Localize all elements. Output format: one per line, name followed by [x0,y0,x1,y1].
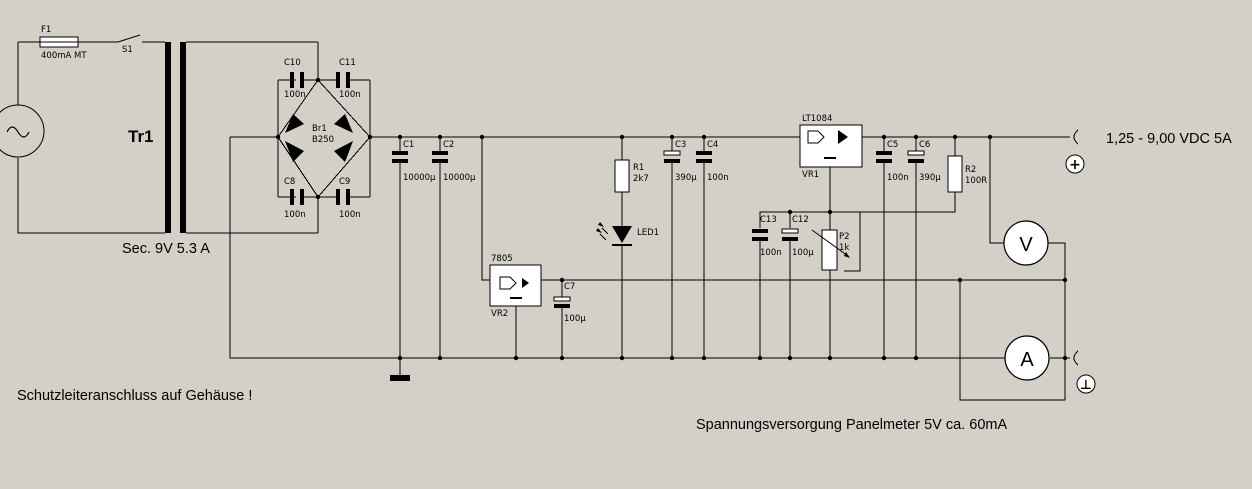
c2-ref: C2 [443,140,454,150]
c12-value: 100µ [792,248,814,258]
voltmeter-label: V [1019,234,1033,256]
c9-ref: C9 [339,177,350,187]
arrow-icon [522,278,529,288]
c12-ref: C12 [792,215,809,225]
ground-icon [1076,374,1096,394]
ammeter-label: A [1020,349,1034,371]
c4-value: 100n [707,173,729,183]
output-label: 1,25 - 9,00 VDC 5A [1106,131,1232,147]
c10-ref: C10 [284,58,301,68]
capacitor-c6: C6 390µ [907,140,941,183]
resistor-r1: R1 2k7 [614,159,649,193]
led1: LED1 [596,222,659,246]
regulator-vr1: LT1084 VR1 [799,114,863,180]
bridge-value: B250 [312,135,334,145]
c4-ref: C4 [707,140,718,150]
capacitor-c9: C9 100n [336,177,361,220]
p2-value: 1k [839,243,849,253]
note-meter: Spannungsversorgung Panelmeter 5V ca. 60… [696,417,1007,433]
plus-icon [1065,154,1085,174]
c1-ref: C1 [403,140,414,150]
voltmeter: V [1003,220,1049,266]
c2-value: 10000µ [443,173,476,183]
ground-symbol: ⊥ [1080,378,1092,393]
capacitor-c13: C13 100n [752,215,782,258]
bridge-rectifier: Br1 B250 [230,42,390,233]
c8-value: 100n [284,210,306,220]
fuse-ref: F1 [41,25,51,35]
note-ground: Schutzleiteranschluss auf Gehäuse ! [17,388,252,404]
switch-s1: S1 [117,34,141,55]
c11-ref: C11 [339,58,356,68]
diode-icon [285,141,304,162]
mains-input [0,41,318,234]
arrow-outline-icon [807,130,825,144]
capacitor-c11: C11 100n [336,58,361,100]
wiring [229,136,1070,401]
c6-value: 390µ [919,173,941,183]
vr1-type: LT1084 [802,114,832,124]
capacitor-c4: C4 100n [696,140,729,183]
plus-symbol: + [1069,157,1081,173]
c13-ref: C13 [760,215,777,225]
resistor-r2: R2 100R [947,155,987,193]
ammeter: A [1004,335,1050,381]
led-icon [612,226,632,243]
diode-icon [334,141,353,162]
ac-source-icon [6,126,30,138]
capacitor-c7: C7 100µ [553,282,586,324]
c3-value: 390µ [675,173,697,183]
capacitor-c8: C8 100n [284,177,306,220]
c9-value: 100n [339,210,361,220]
capacitor-c3: C3 390µ [663,140,697,183]
transformer-tr1: Tr1 Sec. 9V 5.3 A [122,42,210,257]
junctions [275,77,1068,361]
fuse-f1: F1 400mA MT [39,25,87,61]
fuse-value: 400mA MT [41,51,87,61]
transformer-secondary: Sec. 9V 5.3 A [122,241,210,257]
c8-ref: C8 [284,177,295,187]
arrow-icon [838,130,848,144]
c5-value: 100n [887,173,909,183]
c7-value: 100µ [564,314,586,324]
capacitor-c1: C1 10000µ [392,140,436,183]
capacitor-c5: C5 100n [876,140,909,183]
r1-value: 2k7 [633,174,649,184]
r2-value: 100R [965,176,987,186]
switch-ref: S1 [122,45,133,55]
bridge-ref: Br1 [312,124,327,134]
vr2-type: 7805 [491,254,513,264]
capacitor-c2: C2 10000µ [432,140,476,183]
arrow-outline-icon [499,276,517,290]
c11-value: 100n [339,90,361,100]
vr2-ref: VR2 [491,309,508,319]
r2-ref: R2 [965,165,976,175]
c13-value: 100n [760,248,782,258]
vr1-ref: VR1 [802,170,819,180]
c3-ref: C3 [675,140,686,150]
c1-value: 10000µ [403,173,436,183]
p2-ref: P2 [839,232,850,242]
regulator-vr2: 7805 VR2 [489,254,542,319]
c6-ref: C6 [919,140,930,150]
potentiometer-p2: P2 1k [811,229,850,271]
c5-ref: C5 [887,140,898,150]
chassis-ground-icon [390,375,410,381]
capacitor-c10: C10 100n [284,58,306,100]
transformer-label: Tr1 [128,127,154,146]
diode-icon [285,114,304,133]
capacitor-c12: C12 100µ [781,215,814,258]
c7-ref: C7 [564,282,575,292]
led-ref: LED1 [637,228,659,238]
r1-ref: R1 [633,163,644,173]
diode-icon [334,114,353,133]
c10-value: 100n [284,90,306,100]
output-terminals: + ⊥ 1,25 - 9,00 VDC 5A [1065,129,1232,394]
